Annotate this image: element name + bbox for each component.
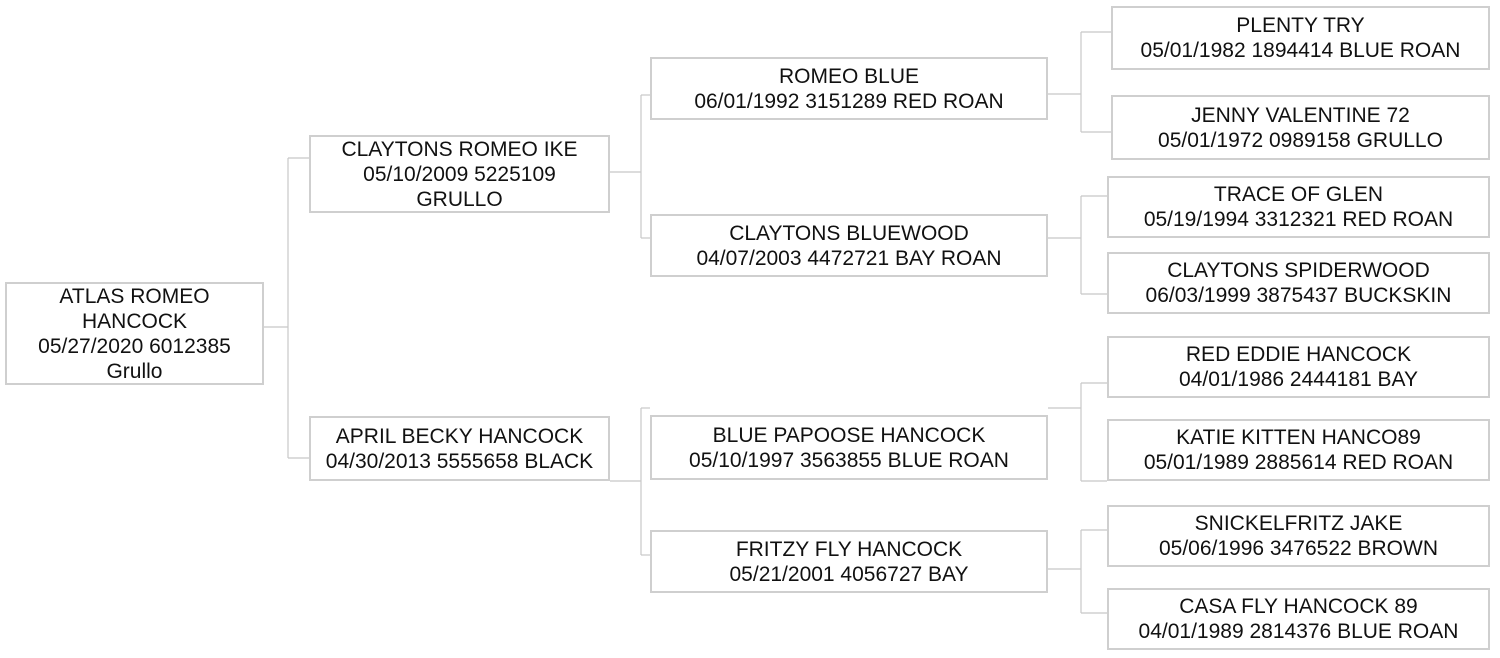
horse-details: 04/01/1986 2444181 BAY	[1179, 368, 1418, 391]
sire-dam-box: CLAYTONS BLUEWOOD 04/07/2003 4472721 BAY…	[650, 214, 1048, 277]
subject-horse-box: ATLAS ROMEO HANCOCK 05/27/2020 6012385 G…	[5, 282, 264, 385]
dam-sire-box: BLUE PAPOOSE HANCOCK 05/10/1997 3563855 …	[650, 415, 1048, 480]
horse-name: CLAYTONS SPIDERWOOD	[1167, 259, 1430, 282]
dam-sire-sire-box: RED EDDIE HANCOCK 04/01/1986 2444181 BAY	[1107, 336, 1490, 398]
horse-details: 04/30/2013 5555658 BLACK	[325, 449, 594, 473]
horse-name: FRITZY FLY HANCOCK	[735, 537, 963, 561]
dam-sire-dam-box: KATIE KITTEN HANCO89 05/01/1989 2885614 …	[1107, 419, 1490, 481]
horse-name: SNICKELFRITZ JAKE	[1194, 512, 1403, 535]
sire-box: CLAYTONS ROMEO IKE 05/10/2009 5225109 GR…	[309, 135, 610, 213]
horse-name: BLUE PAPOOSE HANCOCK	[712, 423, 986, 447]
horse-details: 05/01/1972 0989158 GRULLO	[1158, 128, 1443, 152]
horse-name: RED EDDIE HANCOCK	[1185, 343, 1412, 366]
horse-name: CLAYTONS BLUEWOOD	[729, 221, 969, 245]
horse-name: PLENTY TRY	[1236, 14, 1365, 37]
horse-details: 05/19/1994 3312321 RED ROAN	[1143, 208, 1454, 231]
dam-dam-dam-box: CASA FLY HANCOCK 89 04/01/1989 2814376 B…	[1107, 588, 1490, 650]
horse-details: 05/01/1989 2885614 RED ROAN	[1143, 451, 1454, 474]
dam-dam-sire-box: SNICKELFRITZ JAKE 05/06/1996 3476522 BRO…	[1107, 505, 1490, 567]
horse-name: TRACE OF GLEN	[1213, 183, 1384, 206]
horse-details: 05/01/1982 1894414 BLUE ROAN	[1140, 39, 1461, 62]
horse-name: ATLAS ROMEO HANCOCK	[59, 284, 210, 333]
horse-name: KATIE KITTEN HANCO89	[1176, 426, 1421, 449]
sire-dam-dam-box: CLAYTONS SPIDERWOOD 06/03/1999 3875437 B…	[1107, 252, 1490, 314]
dam-box: APRIL BECKY HANCOCK 04/30/2013 5555658 B…	[309, 416, 610, 481]
sire-sire-box: ROMEO BLUE 06/01/1992 3151289 RED ROAN	[650, 57, 1048, 120]
horse-name: JENNY VALENTINE 72	[1191, 103, 1410, 127]
horse-details: 04/01/1989 2814376 BLUE ROAN	[1138, 620, 1459, 643]
horse-name: CLAYTONS ROMEO IKE	[341, 137, 578, 161]
horse-name: APRIL BECKY HANCOCK	[335, 424, 584, 448]
sire-sire-sire-box: PLENTY TRY 05/01/1982 1894414 BLUE ROAN	[1111, 6, 1490, 70]
dam-dam-box: FRITZY FLY HANCOCK 05/21/2001 4056727 BA…	[650, 530, 1048, 593]
horse-details: 05/27/2020 6012385 Grullo	[38, 334, 231, 383]
sire-sire-dam-box: JENNY VALENTINE 72 05/01/1972 0989158 GR…	[1111, 95, 1490, 160]
horse-details: 05/21/2001 4056727 BAY	[729, 562, 969, 586]
horse-details: 05/10/1997 3563855 BLUE ROAN	[689, 448, 1009, 472]
sire-dam-sire-box: TRACE OF GLEN 05/19/1994 3312321 RED ROA…	[1107, 176, 1490, 238]
horse-details: 06/03/1999 3875437 BUCKSKIN	[1145, 284, 1452, 307]
horse-details: 05/10/2009 5225109 GRULLO	[363, 162, 556, 211]
horse-details: 04/07/2003 4472721 BAY ROAN	[696, 246, 1002, 270]
horse-details: 06/01/1992 3151289 RED ROAN	[694, 89, 1004, 113]
horse-name: ROMEO BLUE	[778, 64, 920, 88]
horse-name: CASA FLY HANCOCK 89	[1179, 595, 1418, 618]
horse-details: 05/06/1996 3476522 BROWN	[1158, 537, 1439, 560]
